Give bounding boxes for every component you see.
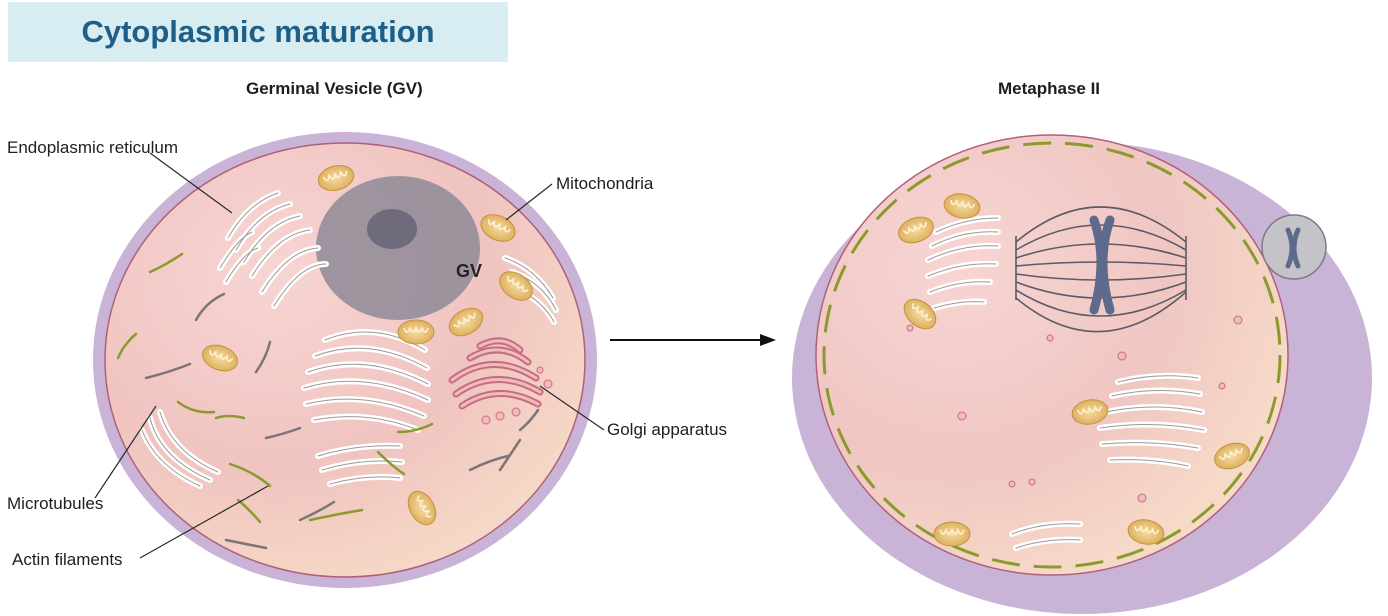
transition-arrow	[610, 334, 776, 346]
label-microtubules: Microtubules	[7, 494, 103, 514]
label-mitochondria: Mitochondria	[556, 174, 653, 194]
cytoplasm-right	[816, 135, 1288, 575]
label-actin-filaments: Actin filaments	[12, 550, 123, 570]
gv-label: GV	[456, 261, 482, 281]
label-golgi-apparatus: Golgi apparatus	[607, 420, 727, 440]
nucleolus	[367, 209, 417, 249]
right-cell-heading: Metaphase II	[998, 79, 1100, 99]
left-cell-heading: Germinal Vesicle (GV)	[246, 79, 423, 99]
label-endoplasmic-reticulum: Endoplasmic reticulum	[7, 138, 178, 158]
